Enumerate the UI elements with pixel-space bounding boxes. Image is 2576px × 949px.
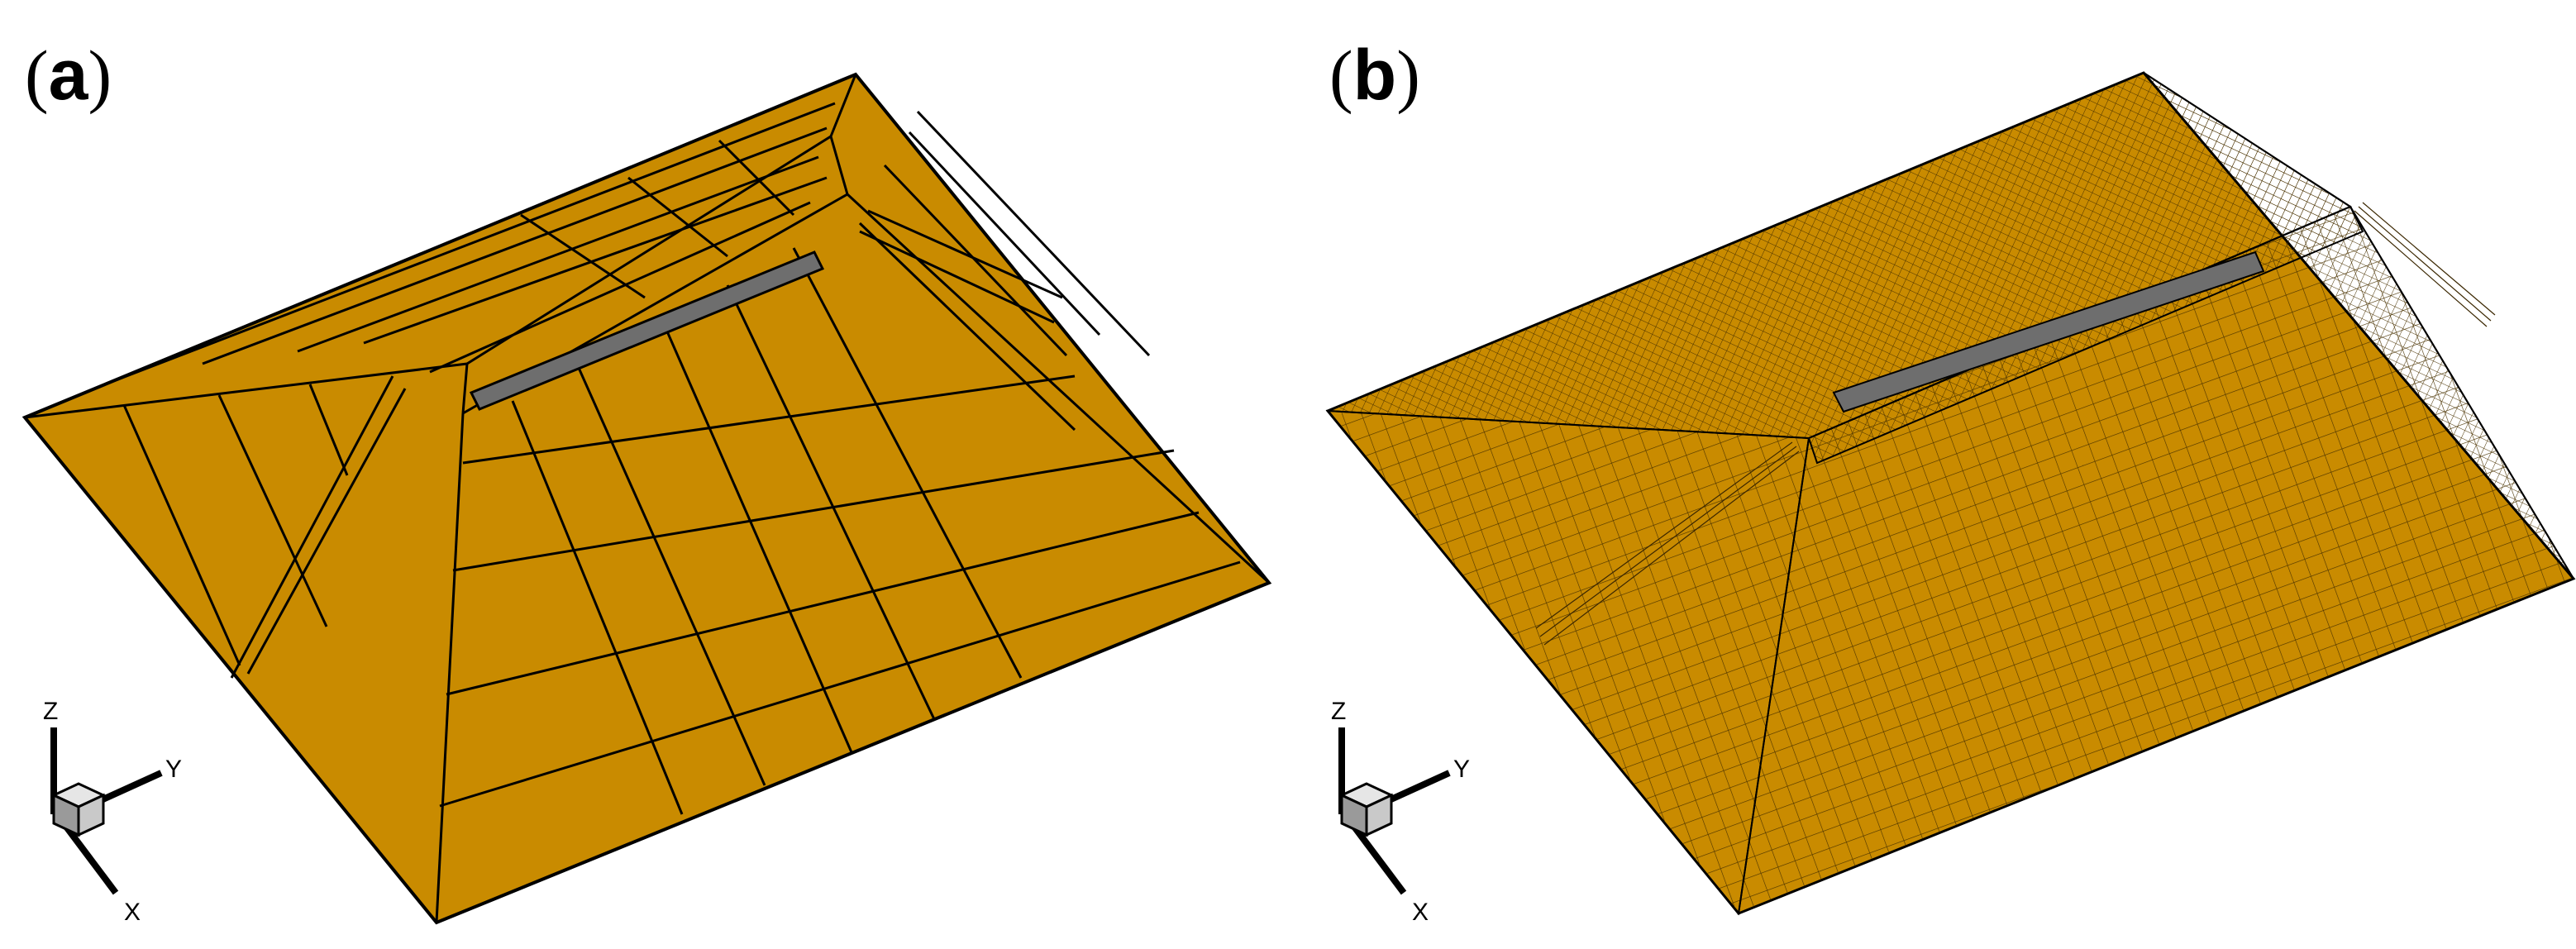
panel-label-a: (a) [25,36,112,115]
mesh-lines-right [859,110,1151,357]
dense-band-lines [1535,202,2496,646]
axis-label-x: X [124,899,141,926]
panel-a-coarse-mesh: (a) [21,36,1272,926]
axis-label-y: Y [1453,756,1470,783]
grey-strip [1832,250,2265,413]
mesh-surface [21,72,1272,925]
panel-label-b: (b) [1329,36,1420,115]
axis-triad: Z Y X [1331,698,1470,926]
axis-triad: Z Y X [43,698,182,926]
axis-label-x: X [1412,899,1429,926]
panel-b-fine-mesh: (b) [1288,0,2576,949]
mesh-left-face [1325,409,1810,916]
axis-label-z: Z [43,698,58,725]
axis-label-y: Y [165,756,182,783]
mesh-lines-back [115,102,836,382]
mesh-lines-left [122,375,407,679]
mesh-right-face [2143,72,2574,579]
fine-mesh-view: Z Y X [1325,71,2576,926]
mesh-lines-front [439,222,1241,815]
coarse-mesh-view: Z Y X [21,72,1272,926]
axis-label-z: Z [1331,698,1346,725]
grey-strip [469,250,825,411]
